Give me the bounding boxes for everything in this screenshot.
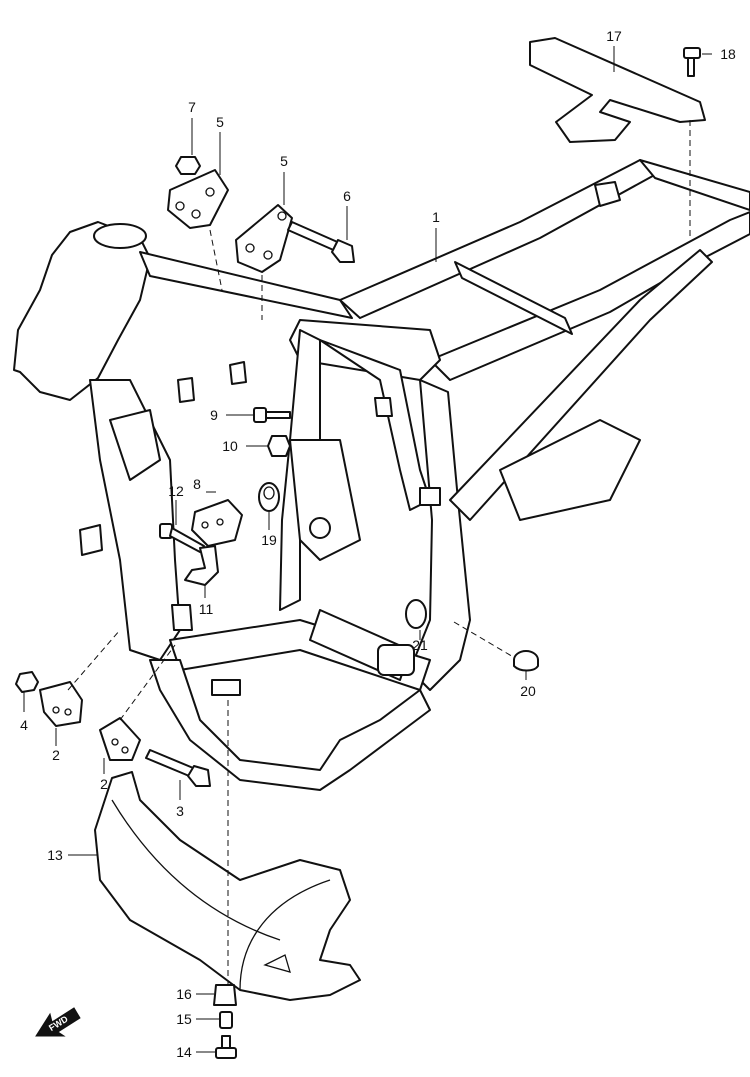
cap-21 [405, 599, 427, 629]
nut-10 [267, 435, 291, 457]
callout-2b: 2 [100, 776, 108, 792]
leader-lines [23, 46, 712, 1053]
upper-hanger-bracket-right [235, 204, 293, 273]
engine-mount-plate [289, 439, 361, 561]
callout-19: 19 [261, 532, 277, 548]
callout-15: 15 [176, 1011, 192, 1027]
rear-cross-bracket [594, 181, 621, 207]
swingarm-plate [499, 419, 641, 521]
bolt-9 [253, 407, 291, 423]
mount-tab [79, 524, 103, 556]
rear-diagonal-strut [449, 249, 713, 521]
callout-1: 1 [432, 209, 440, 225]
mount-tab [229, 361, 247, 385]
steering-head [13, 221, 151, 401]
seat-cross-tube [454, 261, 573, 335]
callout-8: 8 [193, 476, 201, 492]
head-pipe-top [93, 223, 147, 249]
callout-12: 12 [168, 483, 184, 499]
rear-down-tube [409, 379, 471, 691]
mount-tab [177, 377, 195, 403]
pivot-boss [377, 644, 415, 676]
callout-9: 9 [210, 407, 218, 423]
front-lower-loop [149, 659, 431, 791]
callout-labels: 1 17 18 7 5 5 6 9 10 8 12 11 19 21 20 4 … [20, 28, 736, 1060]
rear-rail-lower [429, 211, 750, 381]
engine-mount-hole [309, 517, 331, 539]
rear-rail-right [639, 159, 750, 211]
callout-6: 6 [343, 188, 351, 204]
lower-front-bracket-right [99, 717, 141, 761]
clamp-11 [184, 545, 219, 586]
bolt-18 [683, 47, 701, 77]
callout-5a: 5 [216, 114, 224, 130]
mount-tab [419, 487, 441, 506]
bolt-14 [215, 1035, 237, 1059]
main-frame [13, 159, 750, 791]
callout-11: 11 [199, 601, 214, 617]
callout-14: 14 [176, 1044, 192, 1060]
callout-3: 3 [176, 803, 184, 819]
bolt-3 [145, 749, 211, 787]
upper-hanger-bracket-left [167, 169, 229, 229]
forward-arrow-icon: FWD [35, 1007, 81, 1037]
callout-5b: 5 [280, 153, 288, 169]
callout-20: 20 [520, 683, 536, 699]
callout-10: 10 [222, 438, 238, 454]
nut-4 [15, 671, 39, 693]
front-gusset-plate [109, 409, 161, 481]
bolt-12 [159, 523, 205, 553]
callout-16: 16 [176, 986, 192, 1002]
lower-front-bracket-left [39, 681, 83, 727]
mount-tab [374, 397, 393, 417]
callout-4: 4 [20, 717, 28, 733]
callout-21: 21 [412, 637, 428, 653]
bolt-6 [287, 221, 355, 263]
callout-18: 18 [720, 46, 736, 62]
callout-2a: 2 [52, 747, 60, 763]
assembly-lines [67, 120, 691, 985]
collar-15 [219, 1011, 233, 1029]
callout-13: 13 [47, 847, 63, 863]
mount-tab [171, 604, 193, 631]
callout-17: 17 [606, 28, 622, 44]
plug-20-rim [513, 659, 539, 672]
nut-7 [175, 156, 201, 175]
top-tube-left [139, 251, 353, 319]
rubber-16 [213, 984, 237, 1006]
mount-tab [211, 679, 241, 696]
rear-rail-bracket [529, 37, 706, 143]
callout-7: 7 [188, 99, 196, 115]
